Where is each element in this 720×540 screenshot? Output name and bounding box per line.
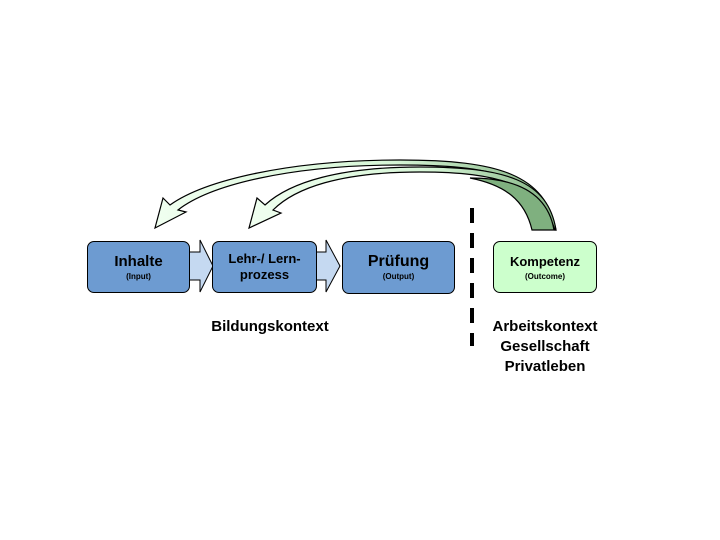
feedback-arrow-tail (469, 177, 555, 231)
box-lehr-lernprozess: Lehr-/ Lern- prozess (212, 241, 317, 293)
label-bildungskontext: Bildungskontext (211, 318, 329, 335)
box-inhalte-title: Inhalte (114, 252, 163, 270)
label-privatleben: Privatleben (504, 358, 586, 375)
label-arbeitskontext: Arbeitskontext (492, 318, 598, 335)
box-inhalte: Inhalte (Input) (87, 241, 190, 293)
box-lehr-line1: Lehr-/ Lern- (228, 251, 301, 266)
feedback-arrow-to-inhalte (154, 159, 557, 231)
box-lehr-line2: prozess (239, 267, 290, 282)
box-kompetenz-subtitle: (Outcome) (525, 271, 565, 281)
arrow-inhalte-to-lehr (187, 239, 214, 293)
box-kompetenz-title: Kompetenz (509, 253, 581, 269)
box-pruefung-subtitle: (Output) (382, 272, 415, 281)
box-inhalte-subtitle: (Input) (126, 271, 151, 281)
feedback-arrow-to-lehr (248, 166, 557, 231)
label-gesellschaft: Gesellschaft (500, 338, 590, 355)
box-pruefung-title: Prüfung (367, 253, 430, 270)
arrow-lehr-to-pruefung (315, 239, 341, 293)
label-context-list: Arbeitskontext Gesellschaft Privatleben (470, 317, 620, 377)
box-kompetenz: Kompetenz (Outcome) (493, 241, 597, 293)
box-pruefung: Prüfung (Output) (342, 241, 455, 294)
